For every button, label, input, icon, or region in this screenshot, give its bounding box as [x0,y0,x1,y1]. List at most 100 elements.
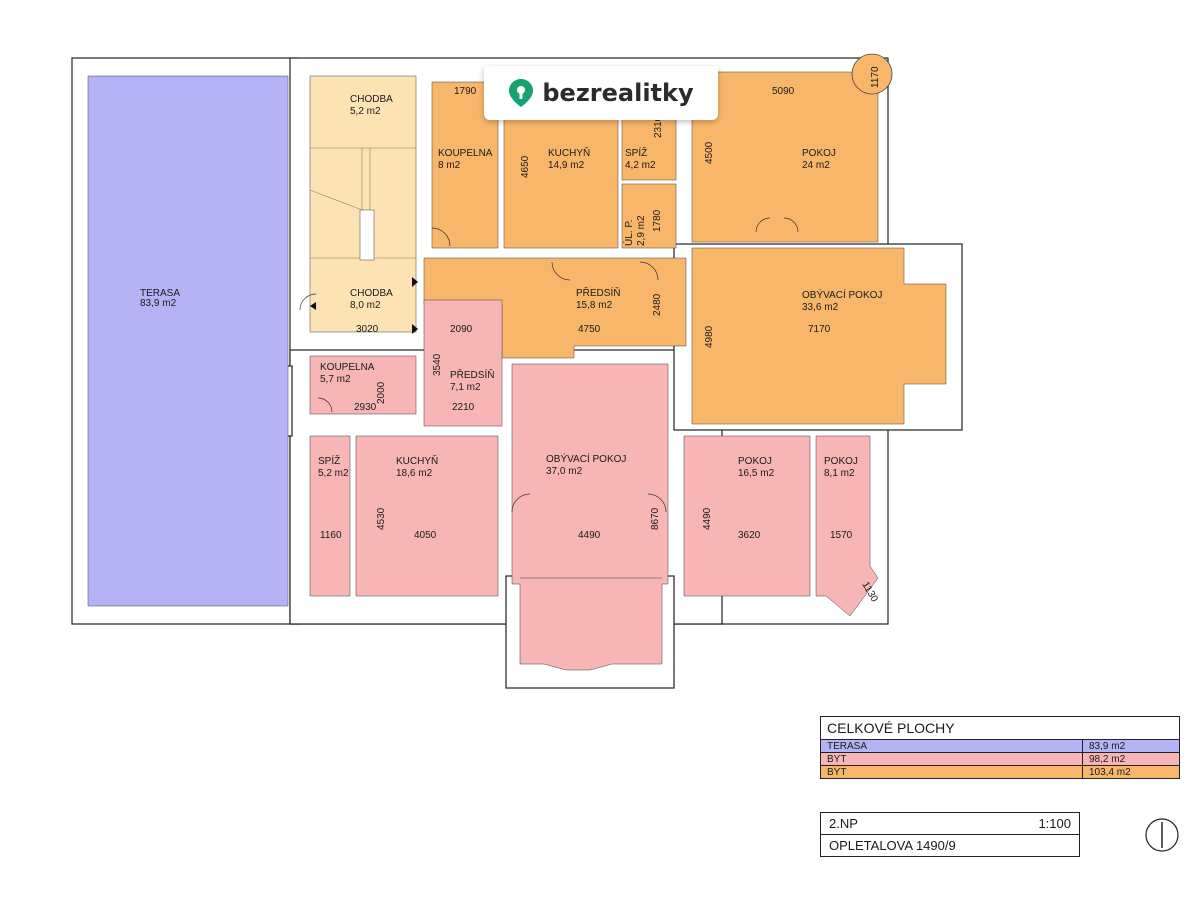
arrow-icon [412,324,418,334]
row-label: BYT [820,752,1083,766]
room-name-spiz: SPÍŽ [318,454,340,467]
room-area-chodba: 5,2 m2 [350,106,381,117]
info-row: OPLETALOVA 1490/9 [821,834,1079,856]
room-pokoj-orange [691,71,879,243]
room-name-pokoj: POKOJ [802,148,836,159]
door-swing [551,261,571,281]
drawing-info-box: 2.NP 1:100 OPLETALOVA 1490/9 [820,812,1080,857]
room-chodba [309,75,417,333]
room-name-pokoj: POKOJ [824,456,858,467]
room-name-koupelna: KOUPELNA [320,362,375,373]
door-swing [639,261,659,281]
room-name-predsin: PŘEDSÍŇ [576,286,620,299]
room-spiz-pink [309,435,351,597]
stair-wall [359,209,375,261]
dimension-label: 4050 [414,530,437,541]
dimension-label: 3020 [356,324,379,335]
row-value: 103,4 m2 [1082,765,1180,779]
room-area-obyvaci: 33,6 m2 [802,302,839,313]
logo-text: bezrealitky [542,79,694,107]
room-terasa [87,75,289,607]
arrow-icon [310,302,316,310]
room-area-kuchyn: 18,6 m2 [396,468,433,479]
room-area-predsin: 15,8 m2 [576,300,613,311]
table-row: BYT 98,2 m2 [820,752,1180,766]
address-label: OPLETALOVA 1490/9 [829,838,956,853]
room-name-chodba: CHODBA [350,94,393,105]
room-name-ulp: ÚL. P. [622,220,635,247]
room-name-pokoj: POKOJ [738,456,772,467]
room-area-ulp: 2,9 m2 [636,215,647,246]
dimension-label: 2480 [652,293,663,316]
room-obyvaci-orange [691,247,947,425]
room-name-terasa: TERASA [140,288,180,299]
room-name-kuchyn: KUCHYŇ [396,454,438,467]
room-area-pokoj: 16,5 m2 [738,468,775,479]
room-name-chodba: CHODBA [350,288,393,299]
room-area-chodba: 8,0 m2 [350,300,381,311]
room-pokoj-pink [683,435,811,597]
row-value: 98,2 m2 [1082,752,1180,766]
dimension-label: 4490 [578,530,601,541]
room-area-obyvaci: 37,0 m2 [546,466,583,477]
room-name-spiz: SPÍŽ [625,146,647,159]
room-area-predsin: 7,1 m2 [450,382,481,393]
dimension-label: 3620 [738,530,761,541]
table-row: TERASA 83,9 m2 [820,739,1180,753]
room-name-predsin: PŘEDSÍŇ [450,368,494,381]
dimension-label: 4530 [376,507,387,530]
room-area-pokoj: 24 m2 [802,160,830,171]
dimension-label: 2090 [450,324,473,335]
scale-label: 1:100 [1038,816,1071,831]
door-swing [511,493,531,513]
stair-line [309,189,363,211]
door-swing [647,493,667,513]
table-title: CELKOVÉ PLOCHY [820,716,1180,740]
room-name-kuchyn: KUCHYŇ [548,146,590,159]
door-swing [431,227,451,247]
dimension-label: 2930 [354,402,377,413]
dimension-label: 1790 [454,86,477,97]
dimension-label: 4980 [704,325,715,348]
info-row: 2.NP 1:100 [821,813,1079,834]
room-obyvaci-pink [511,363,669,671]
dimension-label: 8670 [650,507,661,530]
room-predsin-pink [423,299,503,427]
arrow-icon [412,277,418,287]
table-row: BYT 103,4 m2 [820,765,1180,779]
room-name-koupelna: KOUPELNA [438,148,493,159]
door-swing [783,217,799,233]
dimension-label: 4650 [520,155,531,178]
row-value: 83,9 m2 [1082,739,1180,753]
room-area-spiz: 4,2 m2 [625,160,656,171]
door-swing [317,397,333,413]
door-swing [755,217,771,233]
dimension-label: 3540 [432,353,443,376]
corner-tower [851,53,893,95]
dimension-label: 7170 [808,324,831,335]
room-kuchyn-pink [355,435,499,597]
dimension-label: 1570 [830,530,853,541]
room-area-spiz: 5,2 m2 [318,468,349,479]
row-label: TERASA [820,739,1083,753]
room-area-koupelna: 5,7 m2 [320,374,351,385]
dimension-label: 4500 [704,141,715,164]
logo: bezrealitky [484,66,718,120]
room-ulp [621,183,677,249]
room-pokoj-small-pink [815,435,879,617]
dimension-label: 2310 [653,115,664,138]
north-arrow-icon [1145,818,1179,852]
dimension-label: 4750 [578,324,601,335]
room-area-koupelna: 8 m2 [438,160,461,171]
dimension-label: 4490 [702,507,713,530]
dimension-label: 2000 [376,381,387,404]
dimension-label: 2210 [452,402,475,413]
total-areas-table: CELKOVÉ PLOCHY TERASA 83,9 m2 BYT 98,2 m… [820,716,1180,779]
room-area-kuchyn: 14,9 m2 [548,160,585,171]
location-pin-icon [509,79,534,107]
room-koupelna-pink [309,355,417,415]
room-area-pokoj: 8,1 m2 [824,468,855,479]
dimension-label: 1780 [652,209,663,232]
row-label: BYT [820,765,1083,779]
